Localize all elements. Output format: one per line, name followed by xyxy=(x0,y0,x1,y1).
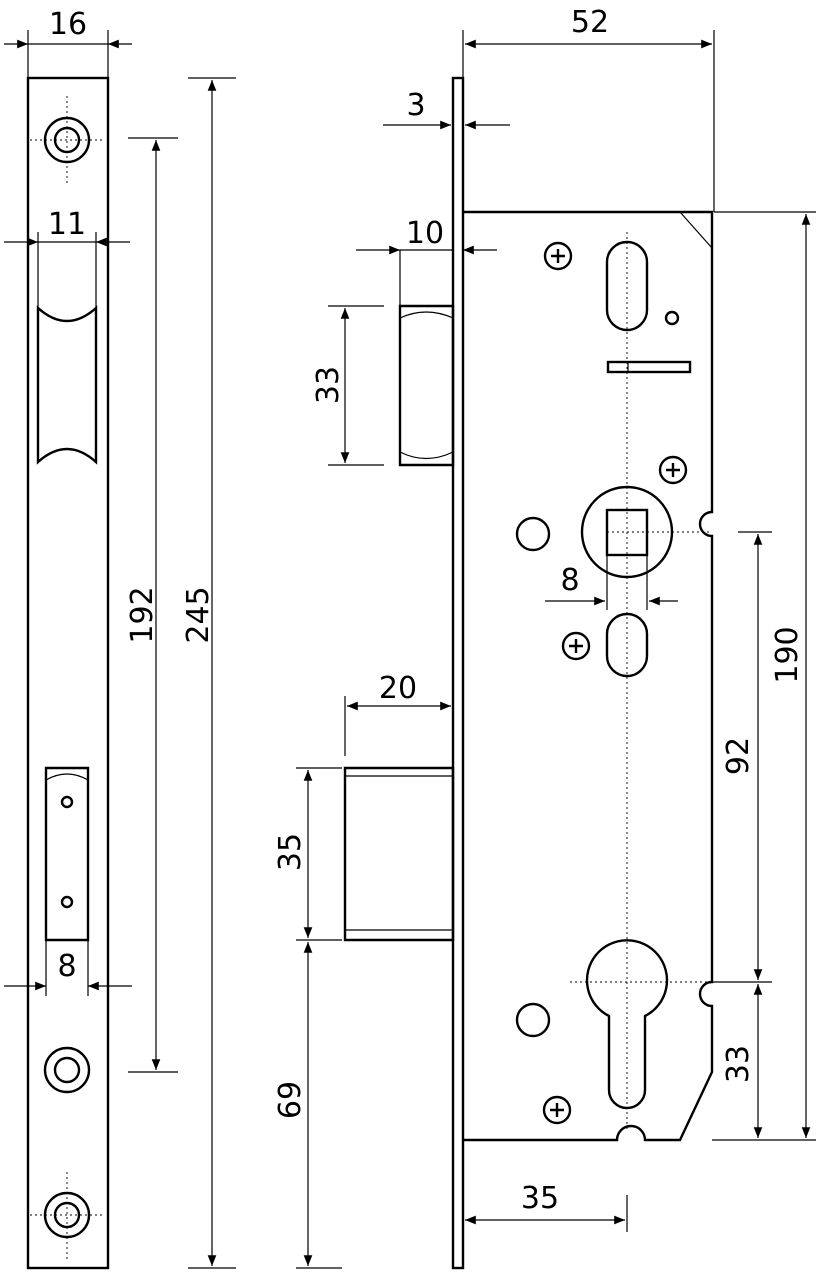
dim-bolt-opening-width: 8 xyxy=(4,940,132,996)
case-hole-upper xyxy=(515,516,551,552)
dim-cylinder-to-bottom: 33 xyxy=(712,981,772,1138)
dim-192-label: 192 xyxy=(125,586,160,643)
latch-opening xyxy=(36,305,98,465)
dim-92-label: 92 xyxy=(721,737,756,775)
case-hole-lower xyxy=(515,1002,551,1038)
case-corner-bevel xyxy=(679,211,713,249)
dim-8-bolt-label: 8 xyxy=(57,949,76,984)
dim-8-spindle-label: 8 xyxy=(560,563,579,598)
middle-slot xyxy=(605,612,649,678)
phillips-screw-icon xyxy=(542,1095,572,1125)
euro-cylinder-cutout xyxy=(585,939,669,1110)
top-screw-hole xyxy=(30,96,104,184)
dim-case-depth: 52 xyxy=(462,5,715,212)
dim-backset: 35 xyxy=(465,1181,628,1232)
latch-lever-bar xyxy=(606,360,692,374)
dim-11-label: 11 xyxy=(48,207,86,242)
phillips-screw-icon xyxy=(658,455,688,485)
dim-52-label: 52 xyxy=(571,5,609,40)
dim-latch-opening-width: 11 xyxy=(4,207,130,308)
dim-10-label: 10 xyxy=(406,216,444,251)
dim-3-label: 3 xyxy=(406,88,425,123)
faceplate-outline xyxy=(26,76,110,1270)
bolt-opening xyxy=(44,766,90,942)
phillips-screw-icon xyxy=(543,241,573,271)
dim-33-lower-label: 33 xyxy=(721,1045,756,1083)
latch-bolt xyxy=(398,304,455,467)
phillips-screw-icon xyxy=(561,631,591,661)
dim-faceplate-thickness: 3 xyxy=(383,88,510,130)
bottom-screw-hole xyxy=(30,1172,104,1262)
dim-spindle-square: 8 xyxy=(545,556,678,610)
dim-handle-to-cylinder: 92 xyxy=(721,531,772,980)
dim-190-label: 190 xyxy=(770,626,805,683)
dim-245-label: 245 xyxy=(181,586,216,643)
dim-16-label: 16 xyxy=(49,7,87,42)
dim-33-latch-label: 33 xyxy=(311,366,346,404)
dead-bolt xyxy=(343,766,455,942)
lock-side-view: 52 3 10 33 20 xyxy=(273,5,816,1270)
dim-35-backset-label: 35 xyxy=(521,1181,559,1216)
dim-faceplate-width: 16 xyxy=(4,7,132,78)
dim-latch-projection: 10 xyxy=(356,216,497,306)
dim-faceplate-length: 245 xyxy=(181,77,236,1269)
dim-latch-height: 33 xyxy=(311,305,384,466)
dim-case-height: 190 xyxy=(712,211,816,1141)
dim-bolt-height: 35 xyxy=(273,767,342,941)
dim-20-label: 20 xyxy=(379,671,417,706)
dim-screw-spacing: 192 xyxy=(125,137,178,1073)
middle-screw-hole xyxy=(43,1046,91,1094)
lock-case-outline xyxy=(463,210,714,1142)
faceplate-side xyxy=(451,76,465,1270)
top-slot xyxy=(605,240,680,332)
dim-69-label: 69 xyxy=(273,1081,308,1119)
dim-bolt-to-bottom: 69 xyxy=(273,942,342,1269)
dim-bolt-projection: 20 xyxy=(344,671,451,756)
faceplate-front-view: 16 11 8 192 xyxy=(4,7,236,1270)
dim-35-bolt-label: 35 xyxy=(273,833,308,871)
